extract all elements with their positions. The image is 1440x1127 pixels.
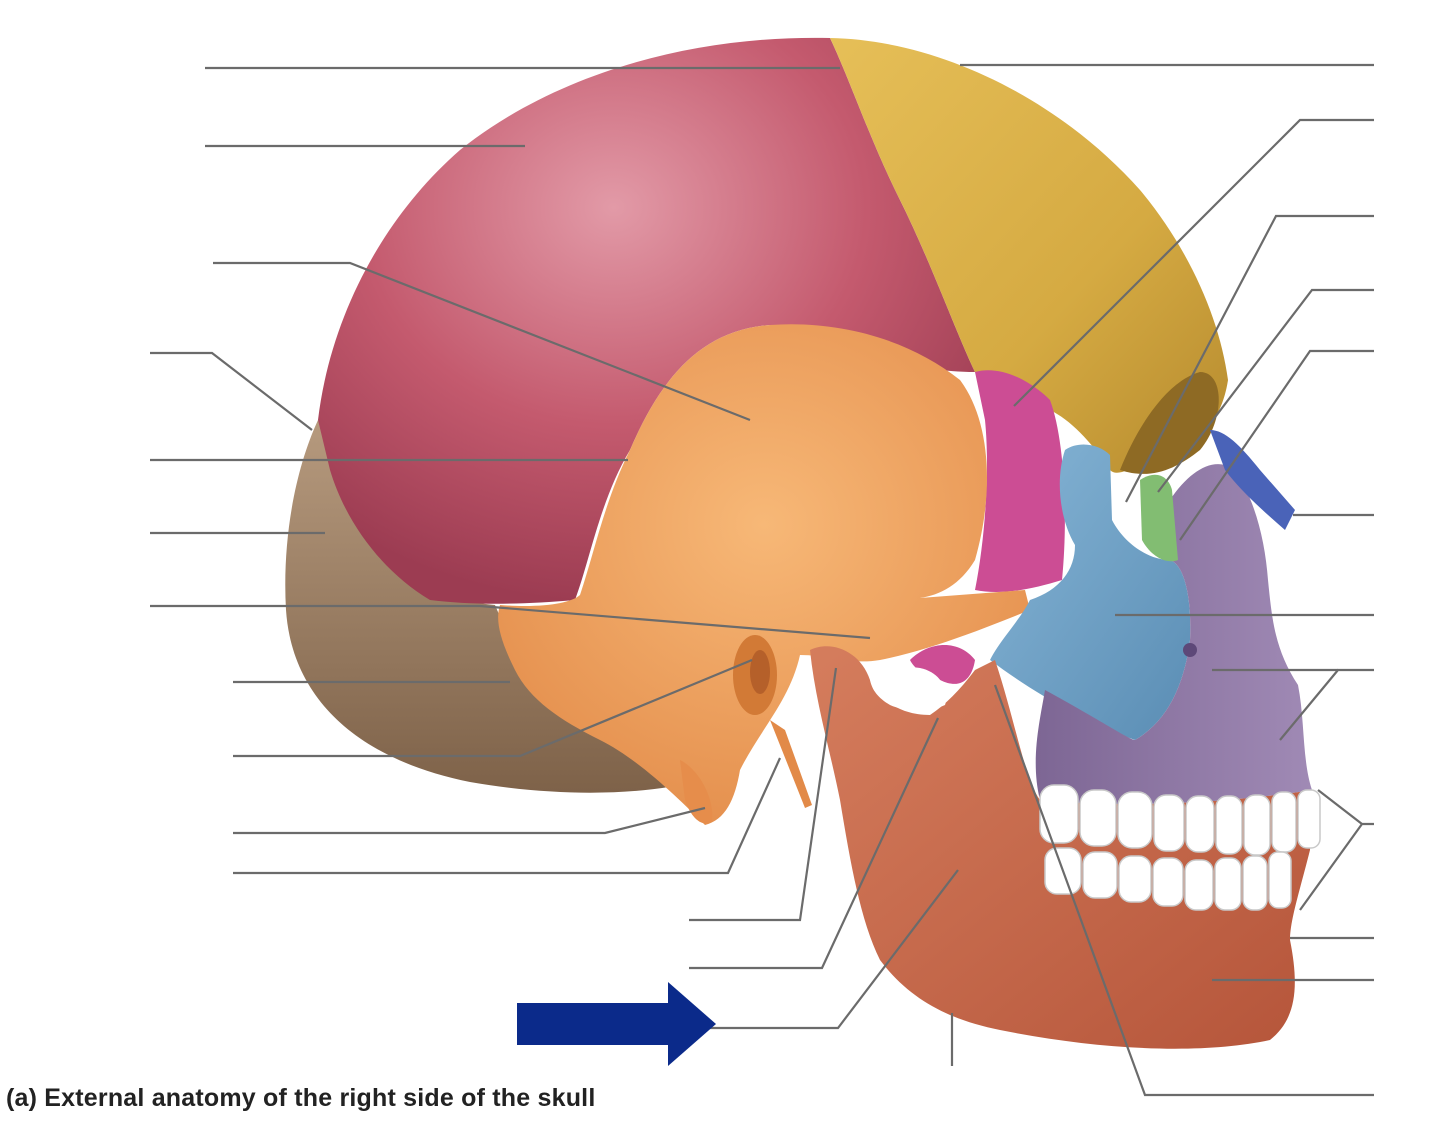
leader-line-12 bbox=[689, 667, 838, 922]
figure-caption: (a) External anatomy of the right side o… bbox=[6, 1084, 596, 1112]
leader-line-28 bbox=[993, 684, 1374, 1097]
temporal-bone bbox=[498, 324, 1030, 825]
leader-line-19 bbox=[1157, 288, 1374, 493]
leader-lines bbox=[150, 63, 1374, 1097]
leader-line-3 bbox=[213, 261, 751, 422]
ear-canal-inner bbox=[750, 650, 770, 694]
styloid-process bbox=[770, 720, 812, 808]
pointer-arrow bbox=[517, 982, 716, 1066]
occipital-bone bbox=[285, 420, 710, 793]
frontal-bone bbox=[830, 38, 1228, 473]
leader-line-25 bbox=[1299, 789, 1374, 911]
leader-line-4 bbox=[150, 351, 313, 431]
leader-line-13 bbox=[689, 717, 939, 970]
leader-line-14 bbox=[710, 869, 959, 1030]
leader-line-10 bbox=[233, 806, 706, 835]
leader-line-11 bbox=[233, 757, 782, 875]
maxilla bbox=[1035, 464, 1312, 805]
sphenoid-bone bbox=[975, 370, 1065, 592]
parietal-bone bbox=[318, 37, 975, 604]
leader-line-9 bbox=[233, 658, 753, 758]
leader-line-20 bbox=[1179, 349, 1374, 541]
leader-line-18 bbox=[1125, 214, 1374, 503]
leader-line-17 bbox=[1013, 118, 1374, 407]
orbit-cavity bbox=[1120, 372, 1219, 474]
teeth bbox=[1039, 784, 1321, 911]
zygomatic-bone bbox=[990, 444, 1191, 740]
infraorbital-foramen bbox=[1183, 643, 1197, 657]
mandibular-notch bbox=[870, 667, 947, 711]
leader-line-7 bbox=[150, 604, 871, 640]
lacrimal-bone bbox=[1140, 474, 1178, 562]
nasal-bone bbox=[1210, 430, 1295, 530]
